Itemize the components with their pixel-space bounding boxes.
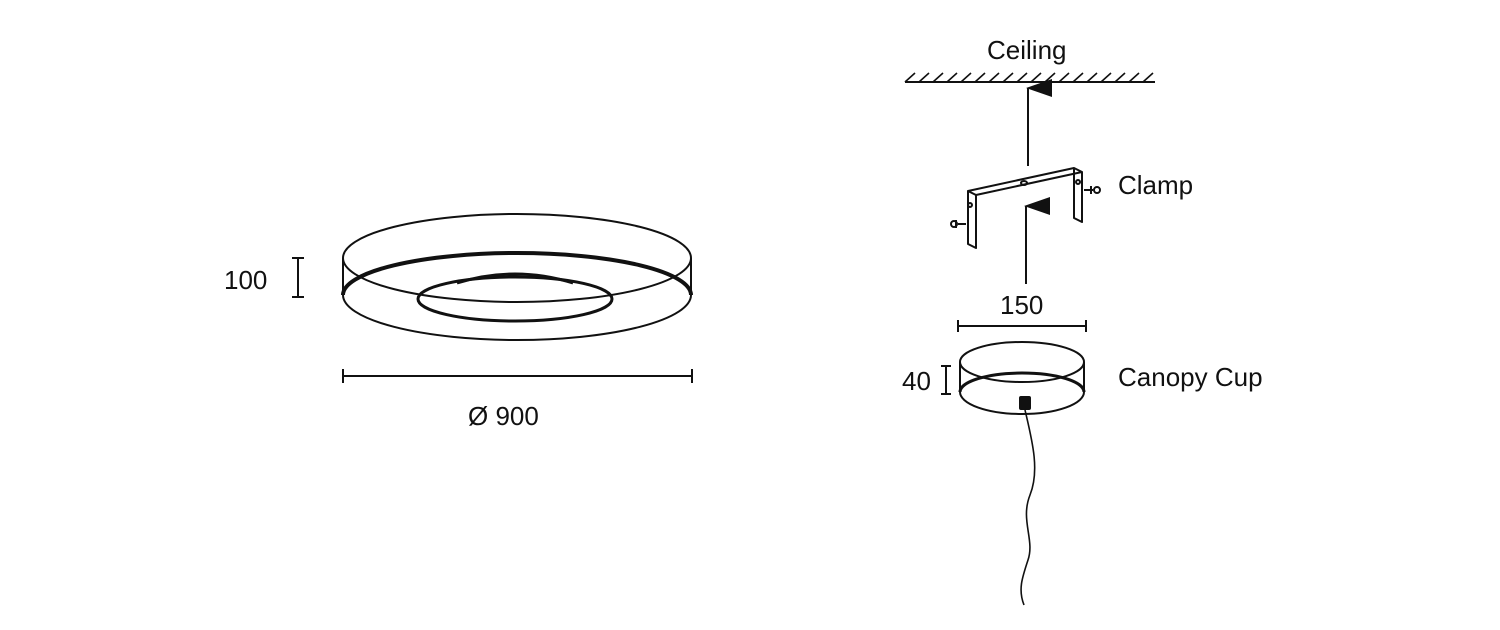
- ring-bottom-edge: [342, 294, 692, 341]
- ring-diffuser-rim: [341, 251, 693, 296]
- canopy-width-label: 150: [1000, 290, 1043, 320]
- canopy-label: Canopy Cup: [1118, 362, 1263, 392]
- fixture-diameter-dimension: [342, 369, 693, 383]
- power-cable: [1020, 409, 1036, 606]
- clamp-label: Clamp: [1118, 170, 1193, 200]
- fixture-diameter-label: Ø 900: [468, 401, 539, 431]
- clamp-screw-left: [950, 202, 973, 228]
- clamp-bracket: [950, 167, 1101, 249]
- canopy-cup: [958, 341, 1086, 415]
- ring-inner-shadow: [456, 272, 574, 285]
- fixture-height-label: 100: [224, 265, 267, 295]
- clamp-screw-right: [1075, 179, 1101, 194]
- cord-grip: [1019, 396, 1031, 410]
- canopy-height-label: 40: [902, 366, 931, 396]
- ring-fixture: [341, 213, 693, 341]
- fixture-height-dimension: [292, 257, 304, 298]
- ceiling-label: Ceiling: [987, 35, 1067, 65]
- canopy-width-dimension: [957, 320, 1087, 332]
- canopy-height-dimension: [941, 365, 951, 395]
- ceiling-hatch: [904, 72, 1155, 83]
- ring-top-edge: [342, 213, 692, 303]
- ring-inner-hole: [416, 275, 614, 323]
